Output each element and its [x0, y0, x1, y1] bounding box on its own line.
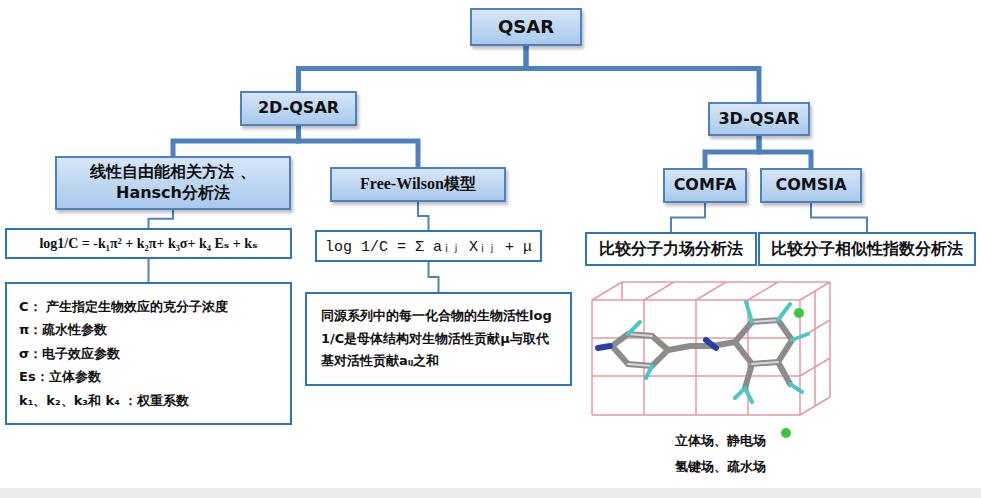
node-text: π：疏水性参数	[19, 321, 107, 339]
field-label: 氢键场、疏水场	[620, 458, 820, 476]
root-box: QSAR	[470, 8, 582, 46]
tree-connector	[173, 126, 299, 156]
probe-atom	[794, 308, 804, 318]
method-box: COMSIA	[760, 168, 862, 203]
node-text: QSAR	[498, 15, 554, 38]
branch-box: 2D-QSAR	[240, 91, 357, 126]
nitrogen-atoms	[598, 340, 716, 348]
bottom-band	[0, 488, 981, 498]
tree-connector	[705, 136, 759, 168]
tree-connector	[671, 203, 705, 232]
node-text: 比较分子相似性指数分析法	[771, 239, 963, 260]
node-text: C： 产生指定生物效应的克分子浓度	[19, 298, 228, 316]
fluorine-atoms	[628, 302, 808, 402]
node-text: COMFA	[674, 175, 737, 196]
node-text: COMSIA	[775, 175, 846, 196]
tree-connector	[429, 262, 439, 292]
molecule-highlight	[628, 320, 778, 366]
tree-connector	[148, 259, 150, 282]
tree-connector	[418, 202, 429, 230]
node-text: 同源系列中的每一化合物的生物活性log 1/C是母体结构对生物活性贡献μ与取代基…	[321, 305, 556, 373]
tree-connector	[299, 46, 527, 91]
method-box: 线性自由能相关方法 、 Hansch分析法	[55, 156, 291, 210]
molecule-bonds	[612, 320, 792, 388]
node-text: Es：立体参数	[19, 368, 101, 386]
node-text: 2D-QSAR	[258, 98, 339, 119]
node-text: σ：电子效应参数	[19, 345, 120, 363]
method-box: Free-Wilson模型	[330, 167, 506, 202]
tree-connector	[759, 136, 811, 168]
node-text: 线性自由能相关方法 、 Hansch分析法	[65, 162, 281, 204]
field-grid	[592, 282, 830, 415]
tree-connector	[811, 203, 867, 232]
field-label: 立体场、静电场	[620, 432, 820, 450]
legend-text-box: C： 产生指定生物效应的克分子浓度 π：疏水性参数 σ：电子效应参数 Es：立体参数 k…	[5, 282, 292, 425]
probe-atom	[781, 428, 791, 438]
node-text: 3D-QSAR	[718, 109, 799, 130]
node-text: 比较分子力场分析法	[599, 239, 743, 260]
formula-box: log1/C = -k₁π² + k₂π+ k₃σ+ k₄ Eₛ + kₛ	[5, 228, 292, 259]
method-name-box: 比较分子相似性指数分析法	[758, 232, 976, 266]
tree-connector	[526, 46, 759, 102]
node-text: k₁、k₂、k₃和 k₄ ：权重系数	[19, 392, 189, 410]
node-text: Free-Wilson模型	[360, 174, 476, 195]
tree-connector	[299, 126, 419, 167]
description-box: 同源系列中的每一化合物的生物活性log 1/C是母体结构对生物活性贡献μ与取代基…	[305, 292, 572, 386]
node-text: log1/C = -k₁π² + k₂π+ k₃σ+ k₄ Eₛ + kₛ	[39, 235, 257, 252]
method-name-box: 比较分子力场分析法	[585, 232, 757, 266]
method-box: COMFA	[663, 168, 747, 203]
node-text: log 1/C = Σ aᵢⱼ Xᵢⱼ + μ	[325, 237, 532, 256]
branch-box: 3D-QSAR	[708, 102, 810, 136]
molecule	[598, 302, 808, 438]
formula-box: log 1/C = Σ aᵢⱼ Xᵢⱼ + μ	[315, 230, 542, 262]
tree-connector	[149, 210, 174, 228]
